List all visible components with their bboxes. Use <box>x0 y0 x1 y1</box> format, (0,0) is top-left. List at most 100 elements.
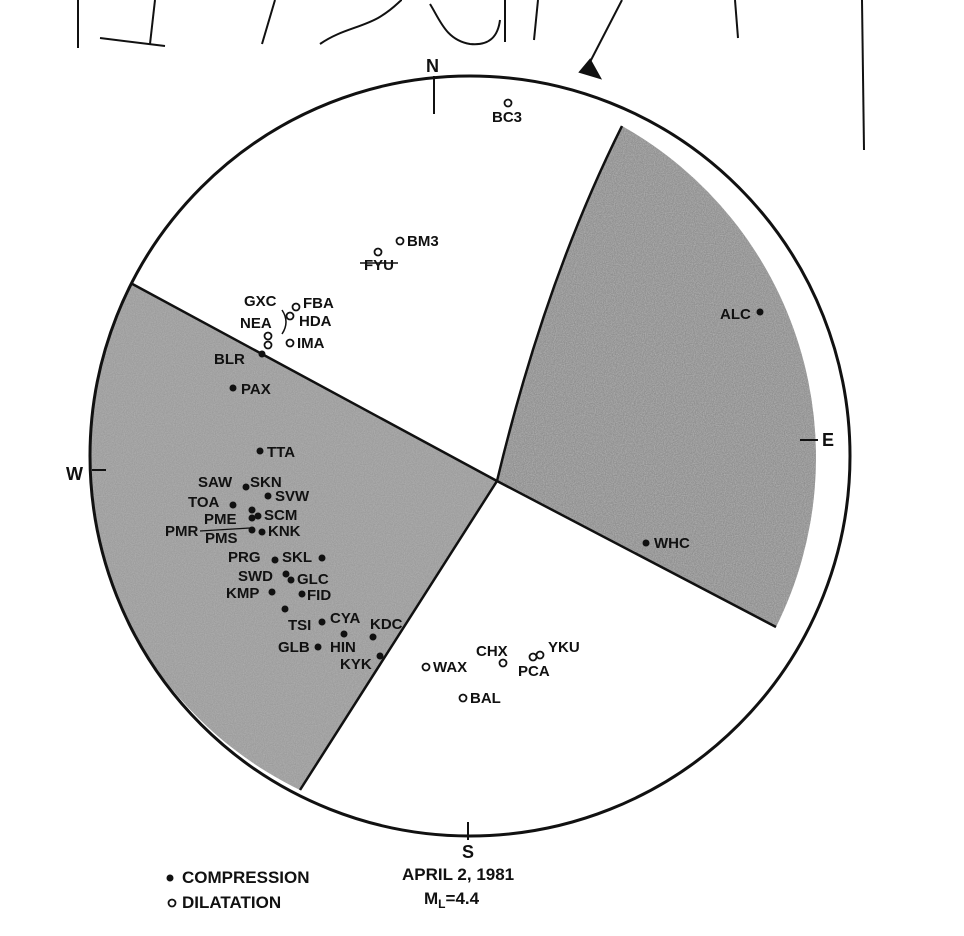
compression-marker <box>282 570 290 578</box>
station-glc: GLC <box>287 571 329 588</box>
station-label: WAX <box>433 659 467 676</box>
station-blr: BLR <box>214 350 266 368</box>
station-kdc: KDC <box>369 616 403 641</box>
compression-marker <box>242 483 250 491</box>
compression-marker <box>318 554 326 562</box>
station-bm3: BM3 <box>395 233 439 250</box>
magnitude-subscript: L <box>438 897 445 911</box>
dilatation-marker <box>373 247 383 257</box>
compression-marker <box>258 350 266 358</box>
station-label: SKL <box>282 549 312 566</box>
compression-marker <box>287 576 295 584</box>
station-fyu: FYU <box>360 247 398 274</box>
dilatation-marker <box>263 340 273 350</box>
station-label: PMR <box>165 523 199 540</box>
station-bal: BAL <box>458 690 501 707</box>
station-saw: SAW <box>198 474 250 491</box>
station-skn: SKN <box>250 474 282 491</box>
station-label: FBA <box>303 295 334 312</box>
dilatation-legend-label: DILATATION <box>182 893 281 912</box>
station-pms: PMS <box>205 526 256 547</box>
station-label: BC3 <box>492 109 522 126</box>
station-yku: YKU <box>528 639 580 662</box>
station-pax: PAX <box>229 381 271 398</box>
magnitude-symbol: M <box>424 889 438 908</box>
compression-marker <box>271 556 279 564</box>
station-leader <box>199 527 251 532</box>
station-label: YKU <box>548 639 580 656</box>
compression-marker <box>642 539 650 547</box>
station-swd: SWD <box>238 568 290 585</box>
station-hin: HIN <box>330 630 356 656</box>
compression-marker <box>318 618 326 626</box>
station-fba: FBA <box>291 295 334 312</box>
compression-legend-marker <box>166 874 174 882</box>
station-bracket <box>281 309 287 335</box>
compression-marker <box>314 643 322 651</box>
beachball <box>88 74 852 840</box>
station-pmr: PMR <box>165 523 251 540</box>
station-chx: CHX <box>476 643 508 668</box>
station-label: KMP <box>226 585 259 602</box>
compression-marker <box>229 384 237 392</box>
dilatation-marker <box>421 662 431 672</box>
station-label: HIN <box>330 639 356 656</box>
station-label: SKN <box>250 474 282 491</box>
station-svw: SVW <box>264 488 310 505</box>
dilatation-legend-marker <box>167 898 177 908</box>
station-label: NEA <box>240 315 272 332</box>
compression-marker <box>248 506 256 514</box>
compression-quadrant-east-grain <box>497 126 816 627</box>
station-label: GLC <box>297 571 329 588</box>
station-alc: ALC <box>720 306 764 323</box>
station-scm: SCM <box>254 507 297 524</box>
station-label: GXC <box>244 293 277 310</box>
compression-marker <box>376 652 384 660</box>
station-label: TOA <box>188 494 220 511</box>
beachball-outline <box>88 74 852 838</box>
station-cya: CYA <box>318 610 360 627</box>
compression-marker <box>229 501 237 509</box>
station-gxc: GXC <box>244 293 277 310</box>
station-label: CYA <box>330 610 360 627</box>
compression-marker <box>340 630 348 638</box>
compression-marker <box>256 447 264 455</box>
station-tta: TTA <box>256 444 295 461</box>
station-label: IMA <box>297 335 325 352</box>
station-label: SWD <box>238 568 273 585</box>
station-wax: WAX <box>421 659 467 676</box>
station-label: SCM <box>264 507 297 524</box>
station-label: KYK <box>340 656 372 673</box>
compass-west-label: W <box>66 464 83 484</box>
compression-marker <box>281 605 289 613</box>
station-label: ALC <box>720 306 751 323</box>
station-label: BM3 <box>407 233 439 250</box>
station-label: KNK <box>268 523 301 540</box>
magnitude-value: =4.4 <box>446 889 480 908</box>
compression-marker <box>264 492 272 500</box>
compression-marker <box>298 590 306 598</box>
compression-marker <box>756 308 764 316</box>
station-glb: GLB <box>278 639 322 656</box>
station-tsi: TSI <box>281 605 311 634</box>
station-skl: SKL <box>282 549 326 566</box>
compression-legend-label: COMPRESSION <box>182 868 310 887</box>
compression-marker <box>254 512 262 520</box>
station-label: PRG <box>228 549 261 566</box>
station-pca: PCA <box>518 663 550 680</box>
dilatation-marker <box>535 650 545 660</box>
station-label: TSI <box>288 617 311 634</box>
station-prg: PRG <box>228 549 279 566</box>
dilatation-marker <box>395 236 405 246</box>
station-kyk: KYK <box>340 652 384 673</box>
dilatation-marker <box>291 302 301 312</box>
station-nea: NEA <box>240 309 295 335</box>
legend: COMPRESSION DILATATION <box>166 868 310 912</box>
dilatation-marker <box>528 652 538 662</box>
station-kmp: KMP <box>226 585 276 602</box>
station-label: FYU <box>364 257 394 274</box>
dilatation-marker <box>263 331 273 341</box>
station-label: CHX <box>476 643 508 660</box>
station-toa: TOA <box>188 494 237 511</box>
